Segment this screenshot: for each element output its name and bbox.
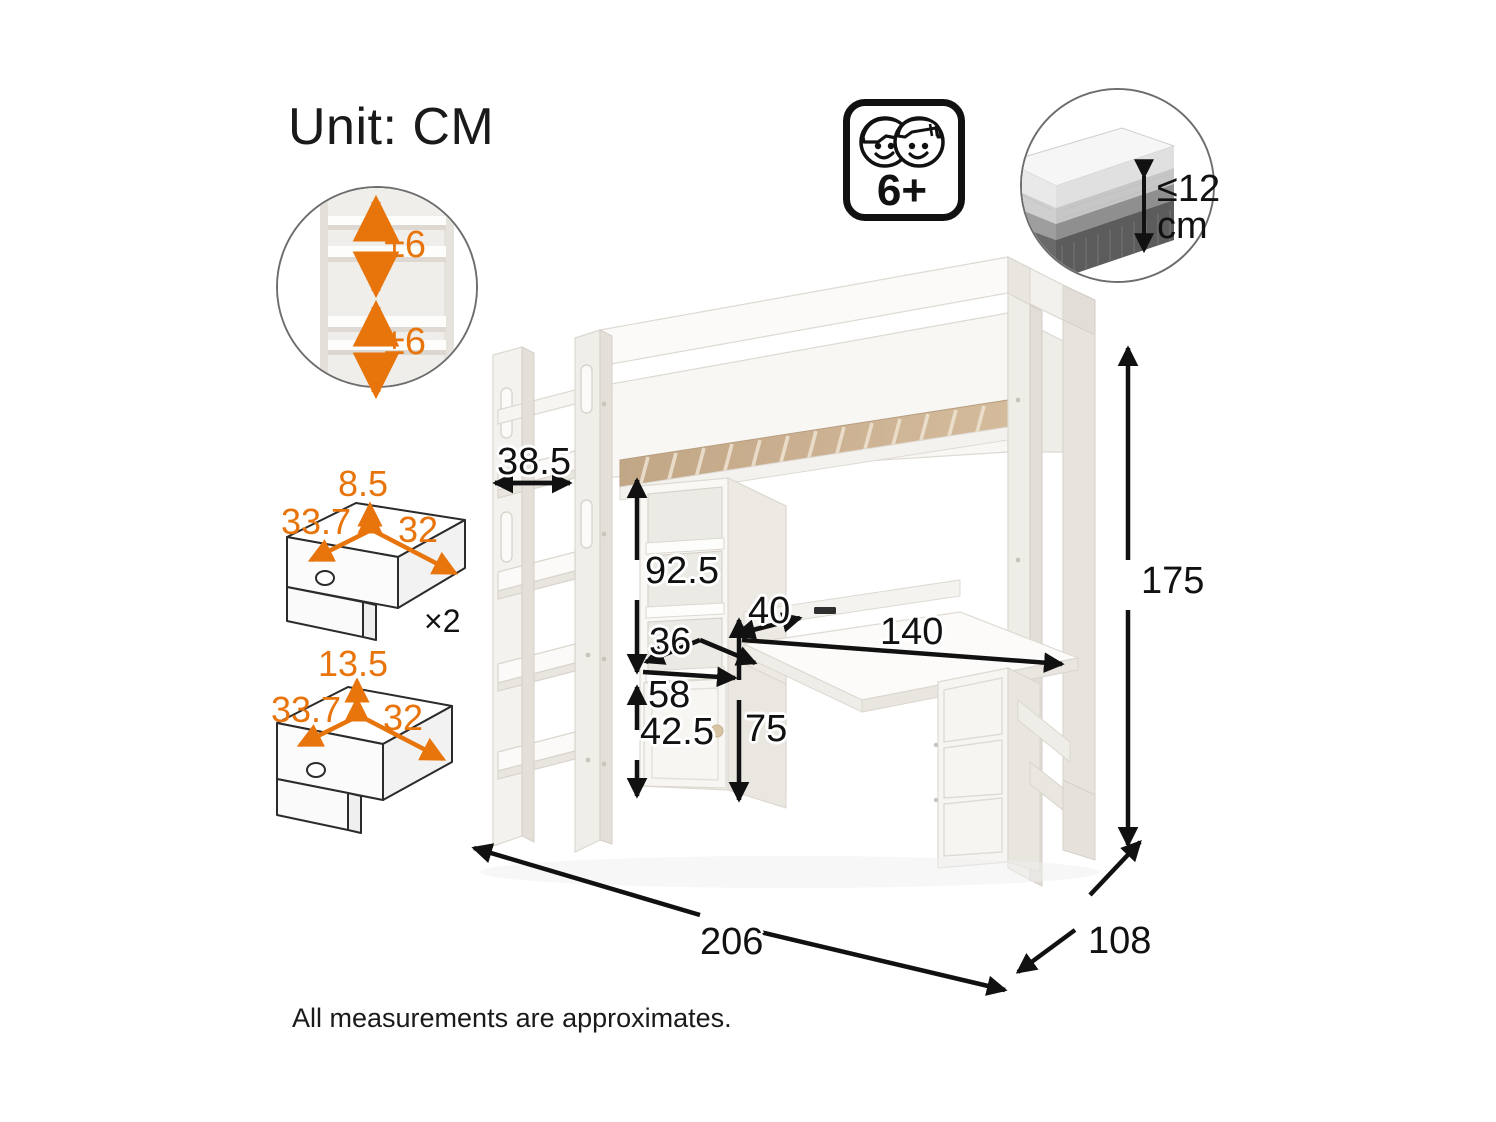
deep-drawer-width: 32 bbox=[383, 697, 424, 738]
dim-total-depth: 108 bbox=[1088, 920, 1152, 962]
dim-desk-depth: 40 bbox=[748, 590, 791, 632]
dim-desk-height: 75 bbox=[745, 708, 788, 750]
shallow-drawer-width: 32 bbox=[398, 509, 439, 550]
dim-desk-width: 140 bbox=[880, 611, 944, 653]
dim-total-height: 175 bbox=[1141, 560, 1205, 602]
deep-drawer-height: 13.5 bbox=[318, 643, 389, 684]
mattress-thickness-line1: ≤12 bbox=[1157, 168, 1221, 210]
dim-ladder-width: 38.5 bbox=[497, 441, 571, 483]
shallow-drawer-quantity: ×2 bbox=[424, 603, 461, 639]
svg-text:6+: 6+ bbox=[877, 166, 927, 214]
dim-shelf-height: 92.5 bbox=[645, 550, 719, 592]
dim-shelf-width: 58 bbox=[648, 674, 691, 716]
dim-shelf-depth: 36 bbox=[649, 621, 692, 663]
shallow-drawer-height: 8.5 bbox=[338, 463, 389, 504]
shelf-adjust-label-bottom: ±6 bbox=[384, 321, 426, 363]
shallow-drawer-depth: 33.7 bbox=[281, 501, 352, 542]
mattress-thickness-line2: cm bbox=[1157, 205, 1208, 247]
shelf-adjust-label-top: ±6 bbox=[384, 224, 426, 266]
dim-cabinet-height: 42.5 bbox=[640, 711, 714, 753]
mattress-thickness-callout bbox=[1020, 88, 1215, 283]
deep-drawer-depth: 33.7 bbox=[271, 689, 342, 730]
unit-title: Unit: CM bbox=[288, 98, 495, 156]
approximation-note: All measurements are approximates. bbox=[292, 1003, 732, 1033]
dim-total-length: 206 bbox=[700, 921, 764, 963]
age-recommendation-badge: 6+ bbox=[843, 99, 965, 221]
